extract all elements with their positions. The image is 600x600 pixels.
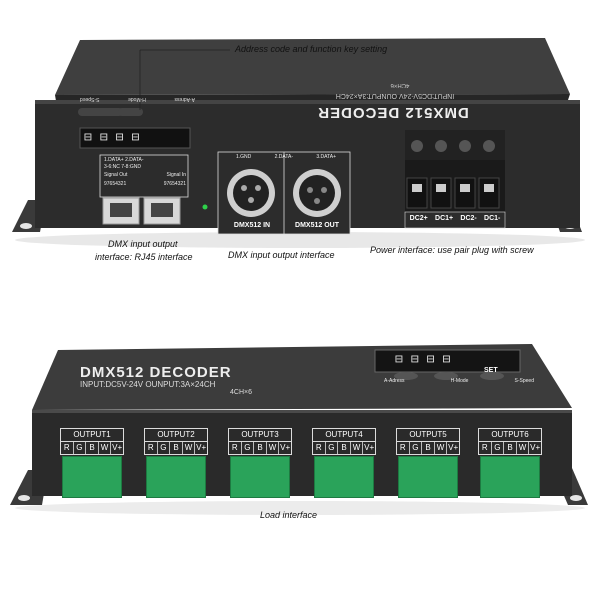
top-title: DMX512 DECODER xyxy=(317,104,469,121)
output-label: OUTPUT5 xyxy=(396,428,460,441)
pin-r: R xyxy=(145,442,158,454)
green-terminal-block xyxy=(230,456,290,498)
pin-w: W xyxy=(351,442,364,454)
key-label-mode: H-Mode xyxy=(128,96,146,102)
pin-w: W xyxy=(435,442,448,454)
bottom-key-mode: H-Mode xyxy=(450,378,469,384)
pin-w: W xyxy=(267,442,280,454)
xlr-pin-2: 2.DATA- xyxy=(274,154,294,160)
green-terminal-block xyxy=(398,456,458,498)
xlr-pin-1: 1.GND xyxy=(236,154,252,160)
rj45-serial-right: 97654321 xyxy=(163,181,186,187)
pin-g: G xyxy=(74,442,87,454)
output-pin-letters: R G B W V+ xyxy=(60,441,124,455)
bottom-spec-line-2: 4CH×6 xyxy=(230,389,252,396)
caption-power: Power interface: use pair plug with scre… xyxy=(370,245,534,255)
terminal-label-dc1-minus: DC1- xyxy=(484,215,501,222)
pin-v-plus: V+ xyxy=(112,443,123,452)
pin-r: R xyxy=(229,442,242,454)
pin-g: G xyxy=(410,442,423,454)
rj45-label-block: 1.DATA+ 2.DATA- 3-6:NC 7-8:GND Signal Ou… xyxy=(104,157,186,188)
xlr-pin-labels: 1.GND 2.DATA- 3.DATA+ xyxy=(236,154,336,160)
green-terminal-block xyxy=(62,456,122,498)
bottom-key-labels: A-Adress H-Mode S-Speed xyxy=(384,378,534,384)
output-label: OUTPUT1 xyxy=(60,428,124,441)
pin-r: R xyxy=(313,442,326,454)
rj45-signal-out-label: Signal Out xyxy=(104,172,128,178)
bottom-key-address: A-Adress xyxy=(384,378,405,384)
bottom-display-digit-glyphs: ⊟⊟⊟⊟ xyxy=(395,352,459,367)
pin-b: B xyxy=(338,442,351,454)
output-block-4: OUTPUT4 R G B W V+ xyxy=(312,428,376,498)
bottom-title: DMX512 DECODER xyxy=(80,364,232,381)
terminal-label-dc2-minus: DC2- xyxy=(460,215,477,222)
bottom-set-label: SET xyxy=(484,367,498,374)
output-pin-letters: R G B W V+ xyxy=(478,441,542,455)
green-terminal-block xyxy=(146,456,206,498)
pin-w: W xyxy=(99,442,112,454)
top-key-labels: A-Adress H-Mode S-Speed xyxy=(80,96,195,102)
output-label: OUTPUT4 xyxy=(312,428,376,441)
display-digit-glyphs: ⊟⊟⊟⊟ xyxy=(84,130,148,145)
caption-load: Load interface xyxy=(260,510,318,520)
bottom-display-digits: ⊟⊟⊟⊟ xyxy=(395,352,458,367)
rj45-pin-line-2: 3-6:NC 7-8:GND xyxy=(104,164,141,170)
output-block-3: OUTPUT3 R G B W V+ xyxy=(228,428,292,498)
top-spec-line-2: 4CH×6 xyxy=(390,82,410,88)
pin-v-plus: V+ xyxy=(196,443,207,452)
output-label: OUTPUT2 xyxy=(144,428,208,441)
caption-dmx-rj45-line2: interface: RJ45 interface xyxy=(95,252,193,262)
rj45-pin-line-1: 1.DATA+ 2.DATA- xyxy=(104,157,144,163)
top-display-digits: ⊟⊟⊟⊟ xyxy=(84,130,147,145)
pin-r: R xyxy=(397,442,410,454)
bottom-key-speed: S-Speed xyxy=(514,378,534,384)
pin-b: B xyxy=(86,442,99,454)
caption-dmx-xlr: DMX input output interface xyxy=(228,250,335,260)
pin-b: B xyxy=(170,442,183,454)
top-device-photo xyxy=(0,0,600,250)
pin-v-plus: V+ xyxy=(448,443,459,452)
key-label-address: A-Adress xyxy=(174,96,195,102)
rj45-signal-in-label: Signal In xyxy=(166,172,186,178)
output-block-5: OUTPUT5 R G B W V+ xyxy=(396,428,460,498)
rj45-serial-left: 97654321 xyxy=(104,181,127,187)
green-terminal-block xyxy=(314,456,374,498)
xlr-in-label: DMX512 IN xyxy=(233,222,271,229)
xlr-out-label: DMX512 OUT xyxy=(295,222,339,229)
caption-dmx-rj45-line1: DMX input output xyxy=(108,239,178,249)
bottom-spec-line-1: INPUT:DC5V-24V OUNPUT:3A×24CH xyxy=(80,380,216,389)
pin-g: G xyxy=(242,442,255,454)
top-device-illustration xyxy=(12,38,585,248)
pin-b: B xyxy=(422,442,435,454)
xlr-pin-3: 3.DATA+ xyxy=(316,154,336,160)
pin-b: B xyxy=(254,442,267,454)
pin-g: G xyxy=(492,442,505,454)
pin-v-plus: V+ xyxy=(280,443,291,452)
pin-r: R xyxy=(479,442,492,454)
top-spec-line-1: INPUT:DC5V-24V OUNPUT:3A×24CH xyxy=(335,92,455,99)
key-label-speed: S-Speed xyxy=(80,96,100,102)
green-terminal-block xyxy=(480,456,540,498)
output-pin-letters: R G B W V+ xyxy=(228,441,292,455)
pin-v-plus: V+ xyxy=(364,443,375,452)
pin-w: W xyxy=(183,442,196,454)
terminal-label-dc1-plus: DC1+ xyxy=(435,215,454,222)
pin-g: G xyxy=(326,442,339,454)
output-label: OUTPUT3 xyxy=(228,428,292,441)
pin-v-plus: V+ xyxy=(530,443,541,452)
output-block-1: OUTPUT1 R G B W V+ xyxy=(60,428,124,498)
output-pin-letters: R G B W V+ xyxy=(144,441,208,455)
output-pin-letters: R G B W V+ xyxy=(312,441,376,455)
pin-g: G xyxy=(158,442,171,454)
caption-address-code: Address code and function key setting xyxy=(235,44,388,54)
terminal-label-dc2-plus: DC2+ xyxy=(409,215,428,222)
pin-r: R xyxy=(61,442,74,454)
pin-w: W xyxy=(517,442,530,454)
output-label: OUTPUT6 xyxy=(478,428,542,441)
pin-b: B xyxy=(504,442,517,454)
output-block-6: OUTPUT6 R G B W V+ xyxy=(478,428,542,498)
output-block-2: OUTPUT2 R G B W V+ xyxy=(144,428,208,498)
output-pin-letters: R G B W V+ xyxy=(396,441,460,455)
power-terminal-labels: DC2+ DC1+ DC2- DC1- xyxy=(406,215,504,222)
